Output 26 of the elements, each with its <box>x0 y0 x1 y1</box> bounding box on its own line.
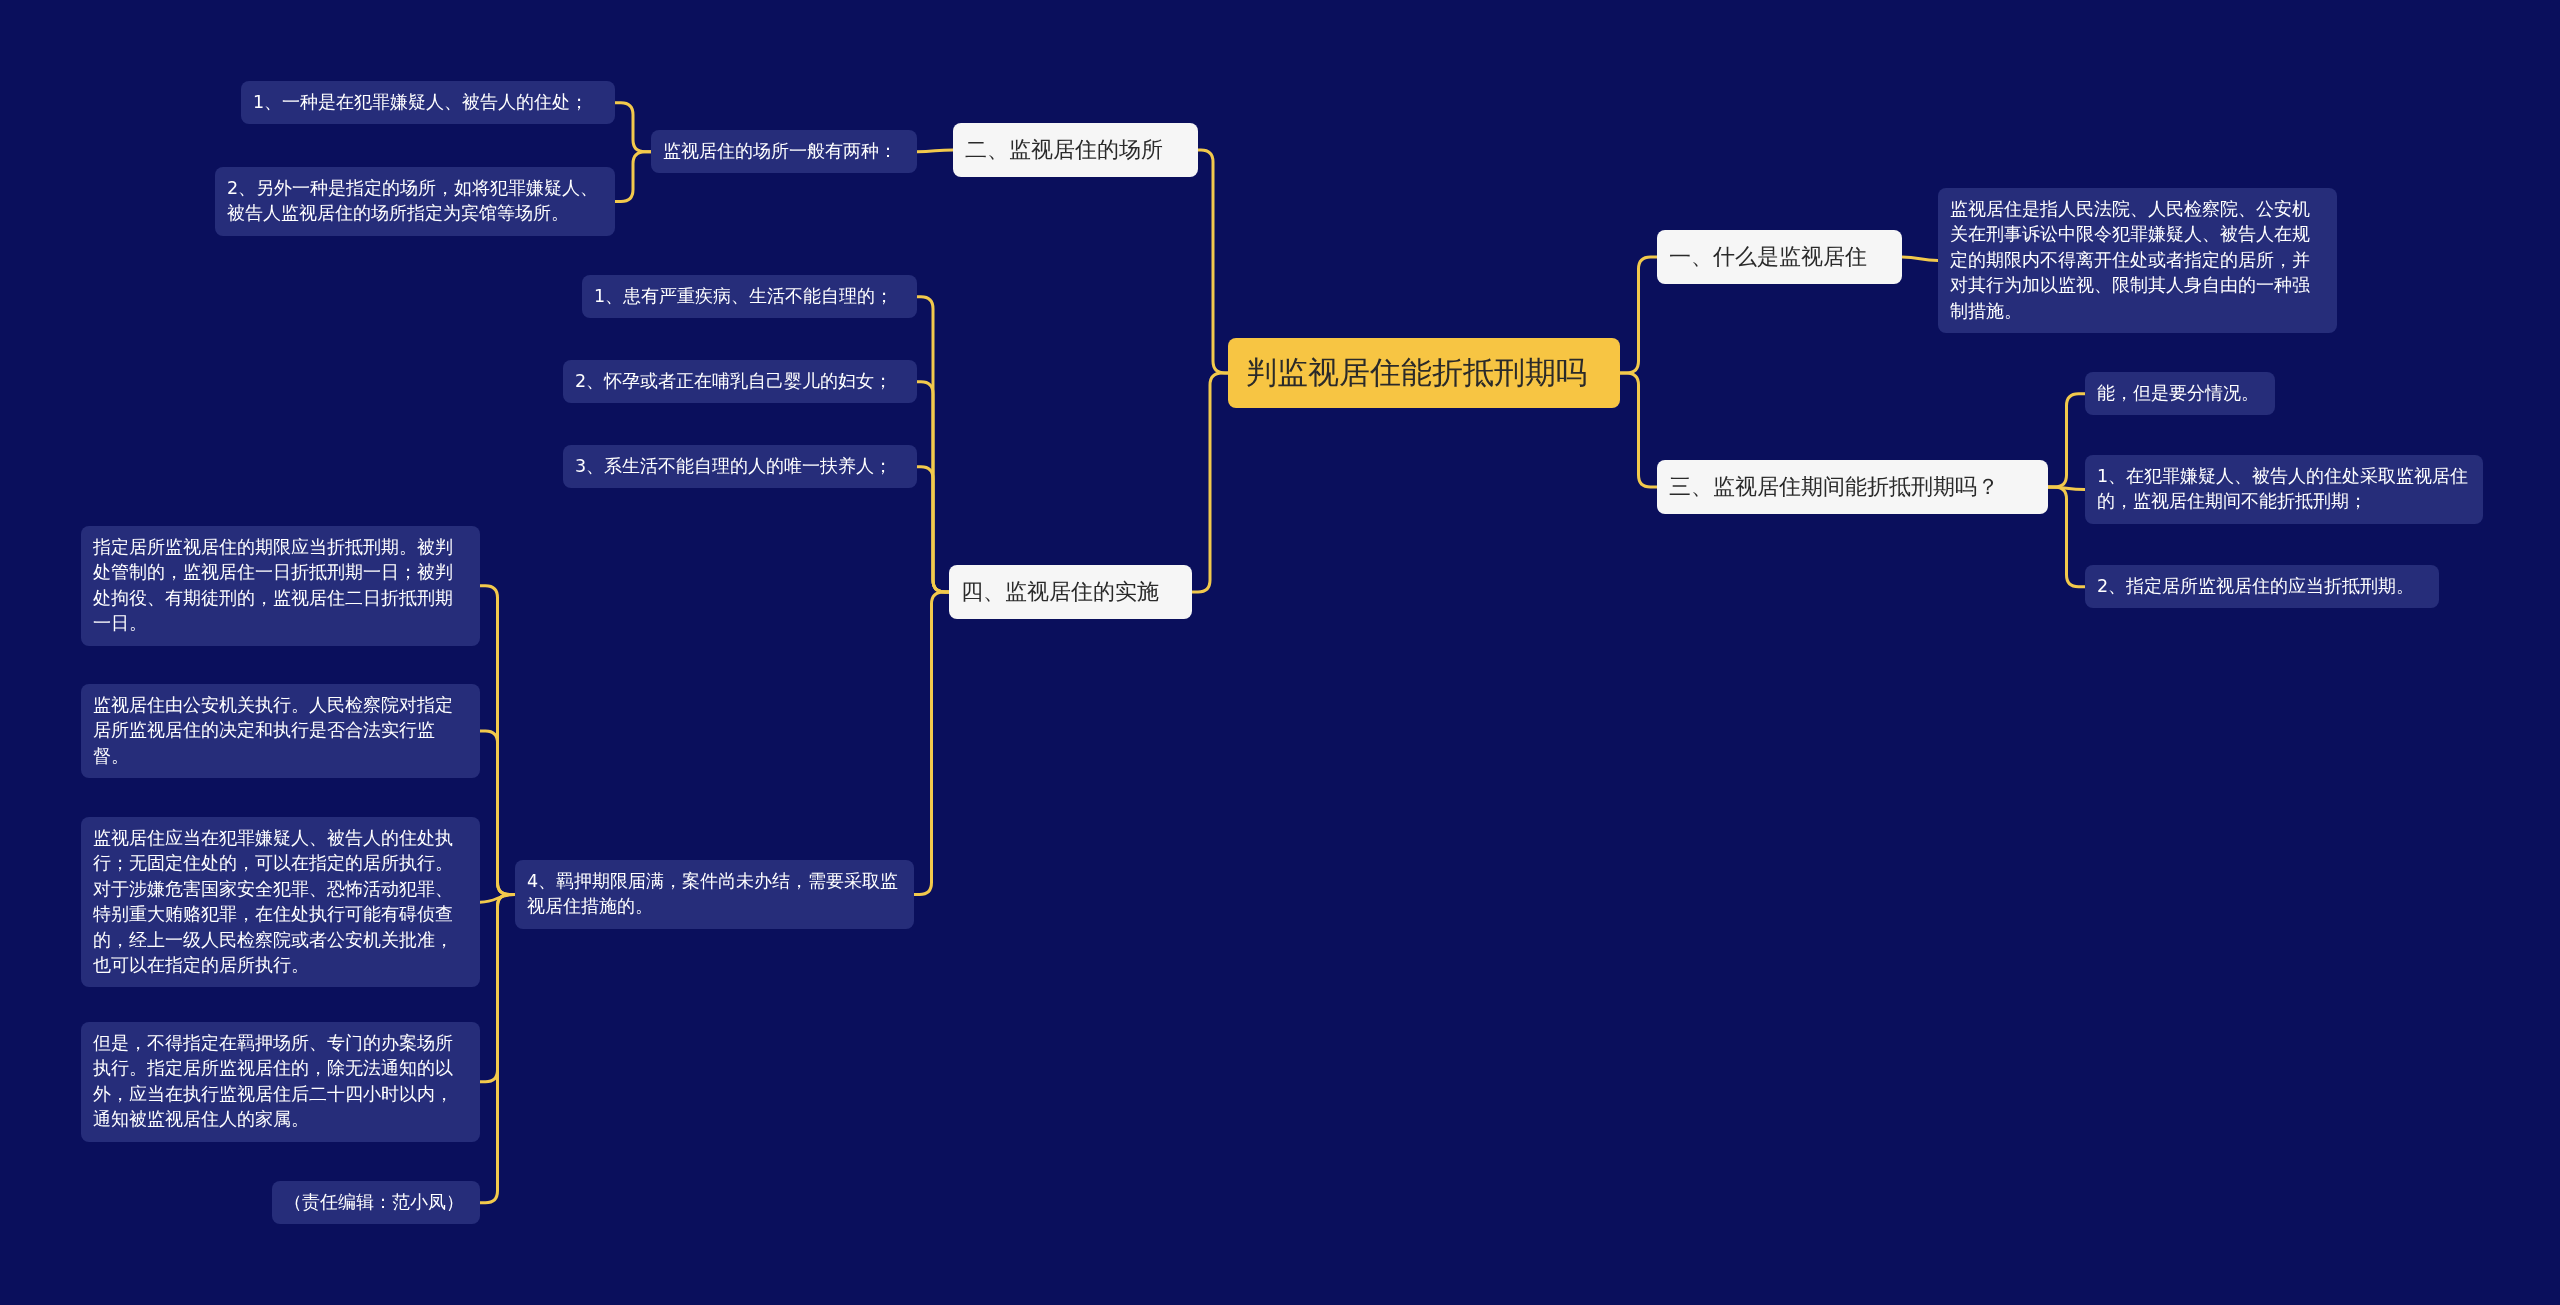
subtopic-box: 1、患有严重疾病、生活不能自理的； <box>582 275 917 319</box>
subtopic-box: 1、一种是在犯罪嫌疑人、被告人的住处； <box>241 81 615 125</box>
connector-line <box>1901 255 1939 262</box>
connector-line <box>917 148 953 154</box>
subtopic-box: 4、羁押期限届满，案件尚未办结，需要采取监视居住措施的。 <box>515 860 914 929</box>
connector-line <box>615 150 651 203</box>
subtopic-box: 3、系生活不能自理的人的唯一扶养人； <box>563 445 917 489</box>
root-topic-box: 判监视居住能折抵刑期吗 <box>1228 338 1620 408</box>
subtopic-box: 指定居所监视居住的期限应当折抵刑期。被判处管制的，监视居住一日折抵刑期一日；被判处拘役、有期徒刑的，监视居住二日折抵刑期一日。 <box>81 526 480 646</box>
subtopic-box: 2、另外一种是指定的场所，如将犯罪嫌疑人、被告人监视居住的场所指定为宾馆等场所。 <box>215 167 615 236</box>
topic-box: 二、监视居住的场所 <box>953 123 1198 177</box>
note-box: （责任编辑：范小凤） <box>272 1181 480 1225</box>
topic-box: 四、监视居住的实施 <box>949 565 1192 619</box>
connector-line <box>2048 485 2085 589</box>
subtopic-box: 监视居住的场所一般有两种： <box>651 130 917 174</box>
subtopic-box: 监视居住是指人民法院、人民检察院、公安机关在刑事诉讼中限令犯罪嫌疑人、被告人在规定的期限内不得离开住处或者指定的居所，并对其行为加以监视、限制其人身自由的一种强制措施。 <box>1938 188 2337 333</box>
connector-line <box>1620 371 1657 489</box>
subtopic-box: 1、在犯罪嫌疑人、被告人的住处采取监视居住的，监视居住期间不能折抵刑期； <box>2085 455 2483 524</box>
subtopic-box: 但是，不得指定在羁押场所、专门的办案场所执行。指定居所监视居住的，除无法通知的以外，应当在执行监视居住后二十四小时以内，通知被监视居住人的家属。 <box>81 1022 480 1142</box>
subtopic-box: 2、指定居所监视居住的应当折抵刑期。 <box>2085 565 2439 609</box>
topic-box: 一、什么是监视居住 <box>1657 230 1902 284</box>
subtopic-box: 能，但是要分情况。 <box>2085 372 2275 416</box>
subtopic-box: 监视居住应当在犯罪嫌疑人、被告人的住处执行；无固定住处的，可以在指定的居所执行。对于涉嫌危害国家安全犯罪、恐怖活动犯罪、特别重大贿赂犯罪，在住处执行可能有碍侦查的，经上一级人民检察院或者公安机关批准，也可以在指定的居所执行。 <box>81 817 480 988</box>
subtopic-box: 监视居住由公安机关执行。人民检察院对指定居所监视居住的决定和执行是否合法实行监督。 <box>81 684 480 779</box>
subtopic-box: 2、怀孕或者正在哺乳自己婴儿的妇女； <box>563 360 917 404</box>
topic-box: 三、监视居住期间能折抵刑期吗？ <box>1657 460 2048 514</box>
